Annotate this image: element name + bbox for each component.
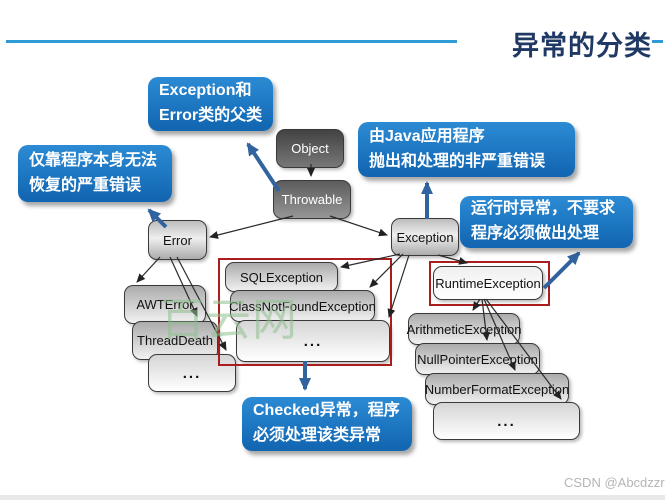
title-accent-dash — [652, 40, 663, 43]
callout-checked: Checked异常，程序 必须处理该类异常 — [242, 397, 412, 451]
callout-line: 抛出和处理的非严重错误 — [369, 152, 546, 170]
node-error: Error — [148, 220, 207, 260]
node-runtimeexception: RuntimeException — [433, 266, 543, 300]
node-runtime-more: ... — [433, 402, 580, 440]
callout-line: Error类的父类 — [159, 107, 263, 124]
callout-line: 程序必须做出处理 — [471, 225, 600, 242]
callout-line: 由Java应用程序 — [369, 127, 485, 145]
node-awterror: AWTError — [124, 285, 206, 324]
arrow-exception-checked-more — [387, 254, 410, 318]
callout-severe-error: 仅靠程序本身无法 恢复的严重错误 — [18, 145, 172, 202]
arrow-throwable-error — [209, 215, 294, 239]
callout-line: Exception和 — [159, 82, 252, 100]
page-title: 异常的分类 — [512, 31, 652, 61]
node-exception: Exception — [391, 218, 459, 256]
callout-parent-of-exception-and-error: Exception和 Error类的父类 — [148, 77, 273, 131]
callout-non-severe: 由Java应用程序 抛出和处理的非严重错误 — [358, 122, 575, 177]
title-accent-line — [6, 40, 457, 43]
node-checked-more: ... — [236, 320, 390, 362]
node-nullpointerexception: NullPointerException — [415, 343, 540, 375]
node-numberformatexception: NumberFormatException — [425, 373, 569, 405]
node-object: Object — [276, 129, 344, 168]
arrow-error-awterror — [136, 256, 161, 283]
node-error-more: ... — [148, 354, 236, 392]
red-group-checked-exceptions — [218, 258, 392, 366]
callout-line: 运行时异常，不要求 — [471, 200, 616, 218]
watermark-credit: CSDN @Abcdzzr — [564, 475, 665, 490]
callout-line: 恢复的严重错误 — [29, 176, 142, 194]
node-throwable: Throwable — [273, 180, 351, 219]
node-arithmeticexception: ArithmeticException — [407, 313, 521, 345]
callout-line: Checked异常，程序 — [253, 402, 400, 420]
node-sqlexception: SQLException — [225, 262, 338, 292]
red-group-runtime-exception — [429, 261, 550, 306]
bottom-edge-strip — [0, 495, 665, 500]
callout-runtime: 运行时异常，不要求 程序必须做出处理 — [460, 196, 633, 248]
callout-line: 必须处理该类异常 — [253, 427, 382, 444]
callout-line: 仅靠程序本身无法 — [29, 151, 158, 169]
